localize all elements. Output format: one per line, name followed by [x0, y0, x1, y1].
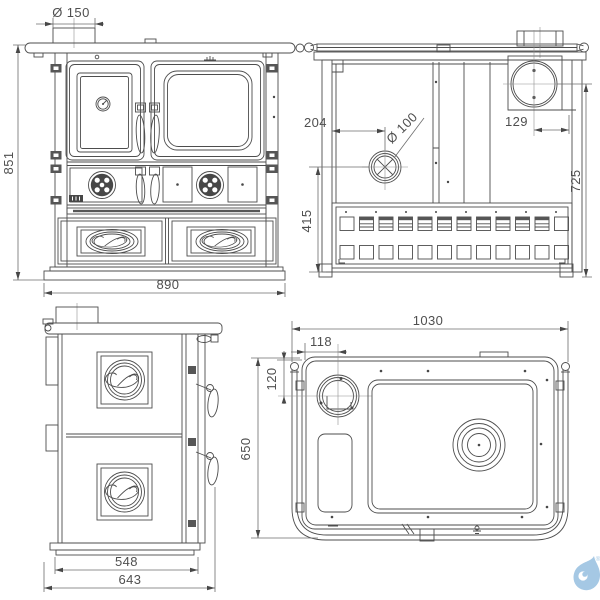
rear-bracket-lower — [45, 424, 59, 452]
oven-thermometer — [95, 96, 111, 112]
dim-side-overall-depth: 643 — [119, 572, 142, 587]
front-tab-top — [419, 528, 435, 542]
vent-grid — [331, 202, 573, 269]
flue-outlet-rear — [503, 30, 576, 136]
drawer-left — [57, 217, 277, 265]
handle-upper-side — [195, 383, 219, 418]
side-panel-upper — [96, 351, 153, 409]
dim-rear-flue-offset: 129 — [505, 114, 528, 129]
hinge-blocks — [50, 64, 278, 205]
stove-body-top — [301, 356, 559, 530]
handle-lower-side — [195, 451, 219, 486]
dim-front-flue-diameter: Ø 150 — [52, 5, 89, 20]
side-view: 548 643 — [42, 303, 223, 592]
front-view: Ø 150 851 890 — [1, 5, 305, 297]
foot-right-rear — [559, 263, 574, 278]
stove-body-side — [57, 333, 206, 544]
dim-side-body-depth: 548 — [115, 554, 138, 569]
drawer-right — [171, 220, 274, 262]
air-control-rosette-left — [88, 171, 116, 199]
top-plate-front — [24, 42, 296, 54]
dim-rear-inlet-offset: 204 — [304, 115, 327, 130]
dim-top-flue-x: 118 — [310, 334, 332, 349]
rear-bracket-upper — [45, 336, 59, 386]
dim-top-overall-depth: 650 — [238, 438, 253, 461]
top-view: 1030 118 120 650 — [238, 313, 570, 542]
rear-dimensions — [309, 83, 592, 278]
rear-view: 204 Ø 100 129 725 415 — [299, 27, 592, 278]
base-plinth-side — [55, 549, 195, 556]
dim-front-width: 890 — [157, 277, 180, 292]
fire-door-glass — [163, 70, 253, 151]
dim-top-overall-width: 1030 — [413, 313, 444, 328]
foot-left-rear — [318, 263, 333, 278]
registered-mark: ® — [596, 556, 600, 563]
side-dimensions — [43, 487, 216, 592]
side-lid-top — [317, 433, 353, 513]
door-handles — [135, 102, 160, 154]
brand-logo: ® — [573, 556, 600, 591]
base-lip-side — [49, 542, 201, 551]
air-inlet-rear — [362, 117, 425, 190]
front-dimensions — [13, 18, 286, 297]
hob-rings — [452, 418, 506, 472]
side-panel-lower — [96, 463, 153, 521]
control-band — [67, 161, 266, 206]
towel-rail-rear — [304, 42, 589, 53]
top-plate-side — [44, 322, 223, 335]
latch-handle-top — [196, 335, 212, 343]
base-lip-front — [49, 266, 284, 272]
dim-rear-flue-height: 725 — [568, 170, 583, 193]
air-control-rosette-right — [196, 171, 224, 199]
fire-door — [150, 60, 265, 161]
dim-top-flue-y: 120 — [264, 368, 279, 391]
flue-outlet-top — [278, 344, 372, 425]
flue-collar-rear — [516, 30, 564, 47]
top-dimensions — [251, 321, 569, 539]
base-slab-front — [43, 270, 286, 281]
dim-rear-inlet-diameter: Ø 100 — [383, 109, 420, 146]
dim-rear-inlet-height: 415 — [299, 210, 314, 233]
stove-body-rear — [321, 59, 583, 273]
towel-rail-top — [290, 362, 570, 541]
rail-knob-front — [295, 43, 305, 53]
oven-door — [65, 60, 145, 161]
dim-front-height: 851 — [1, 152, 16, 175]
cooktop-plate — [367, 379, 538, 514]
